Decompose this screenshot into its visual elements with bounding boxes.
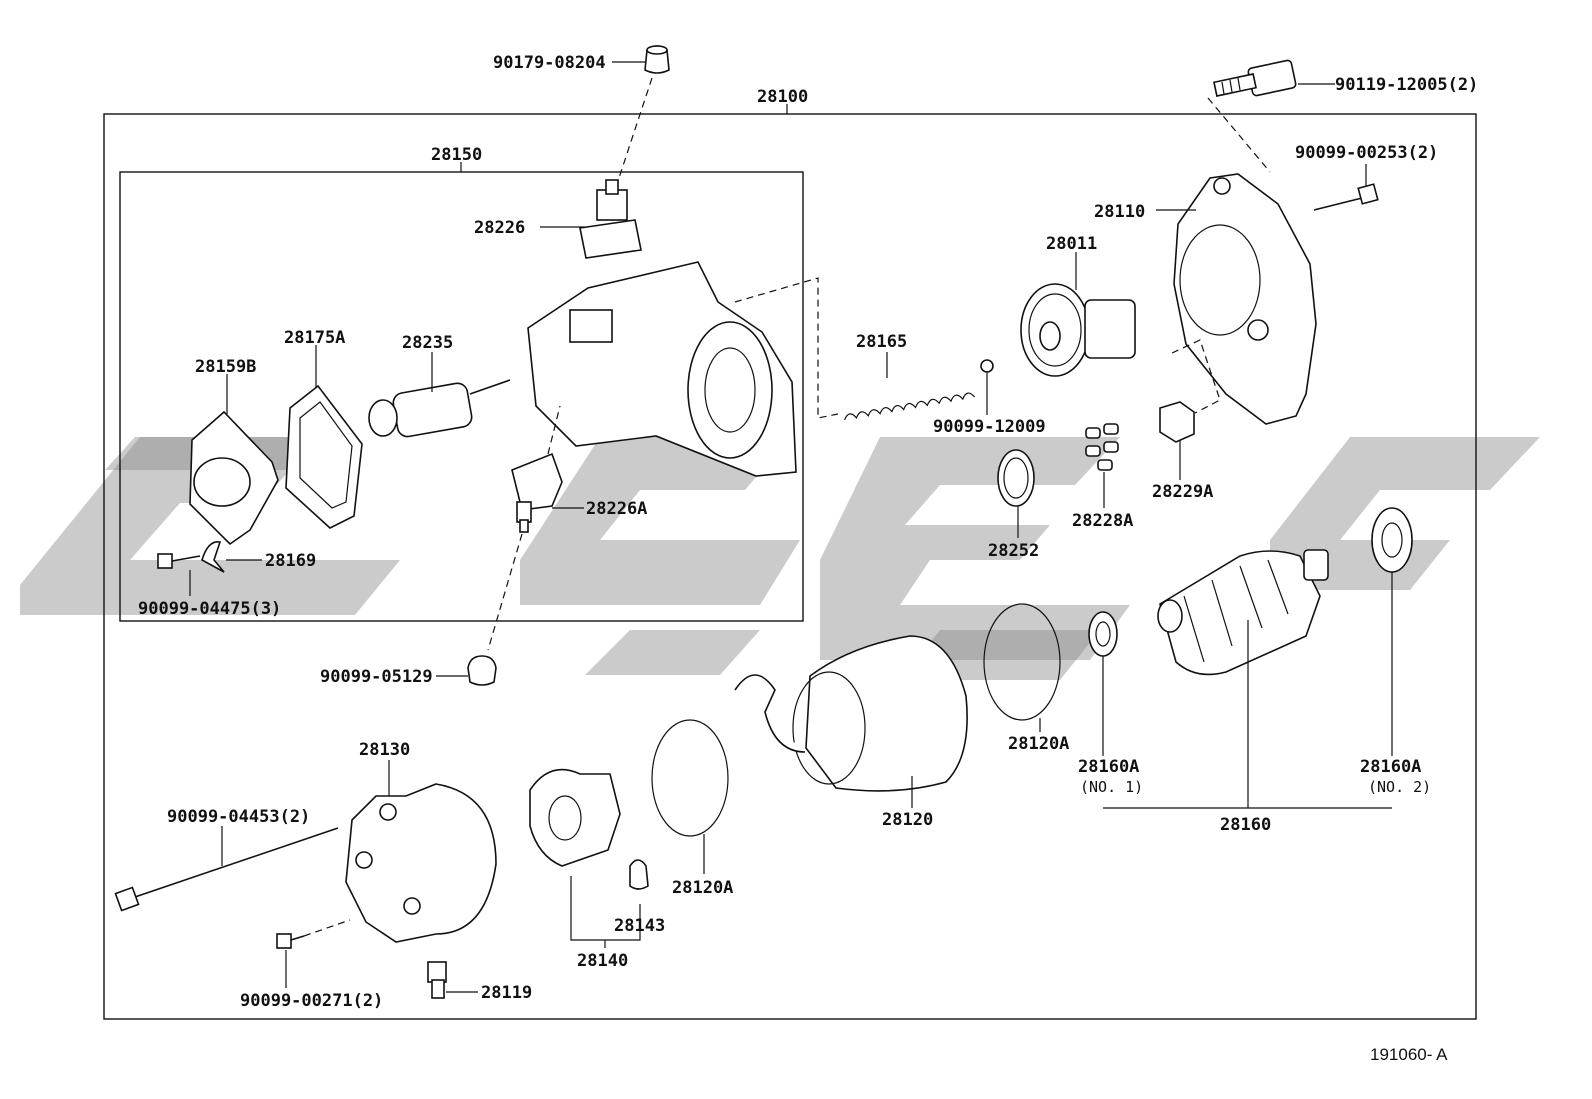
assembly-frame-28100 [103,113,1477,1020]
label-28160A-no2-sub: (NO. 2) [1368,778,1431,796]
through-bolt-90099-04453 [114,827,339,912]
label-90179-08204: 90179-08204 [493,53,606,73]
clip-28169 [201,541,225,573]
label-28252: 28252 [988,541,1039,561]
retainer-28229A [1159,401,1195,443]
terminal-28226 [579,179,642,259]
oring-28120A-top [983,603,1061,721]
label-28160A-no2: 28160A [1360,757,1421,777]
label-28160A-no1-sub: (NO. 1) [1080,778,1143,796]
brush-holder-28140 [529,768,621,867]
label-28100: 28100 [757,87,808,107]
label-28150: 28150 [431,145,482,165]
housing-28110 [1173,173,1317,425]
label-28159B: 28159B [195,357,256,377]
label-28110: 28110 [1094,202,1145,222]
cover-28159B [189,410,279,546]
armature-28160 [1157,549,1329,676]
solenoid-housing [527,261,797,477]
gear-28011 [1020,283,1136,377]
label-90099-04475: 90099-04475(3) [138,599,281,619]
label-28120: 28120 [882,810,933,830]
gasket-28175A [285,384,363,529]
terminal-28226A [511,452,563,533]
screw-90099-00253 [1313,183,1379,211]
cap-90179-08204 [644,45,670,74]
label-28011: 28011 [1046,234,1097,254]
screw-90099-00271 [276,933,305,949]
label-28143: 28143 [614,916,665,936]
label-28235: 28235 [402,333,453,353]
plunger-28235 [368,379,511,438]
figure-id: 191060- A [1370,1045,1448,1064]
idler-gear-28252 [997,449,1035,507]
label-28160A-no1: 28160A [1078,757,1139,777]
bolt-90119-12005 [1213,59,1297,97]
watermark-logo [20,437,1540,680]
spring-28165 [844,392,976,421]
label-28130: 28130 [359,740,410,760]
cap-90099-05129 [467,655,497,686]
label-90099-00271: 90099-00271(2) [240,991,383,1011]
label-28175A: 28175A [284,328,345,348]
label-90099-12009: 90099-12009 [933,417,1046,437]
screw-90099-04475 [157,553,201,569]
bearing-28160A-no2 [1371,507,1413,573]
label-28169: 28169 [265,551,316,571]
brush-spring-28143 [629,859,649,890]
part-28119 [427,961,447,999]
label-28226: 28226 [474,218,525,238]
label-28165: 28165 [856,332,907,352]
oring-28120A-bottom [651,719,729,837]
yoke-28120 [734,635,968,792]
label-28119: 28119 [481,983,532,1003]
label-28226A: 28226A [586,499,647,519]
label-28160: 28160 [1220,815,1271,835]
label-28229A: 28229A [1152,482,1213,502]
rollers-28228A [1085,423,1119,471]
label-28120A-top: 28120A [1008,734,1069,754]
label-90099-05129: 90099-05129 [320,667,433,687]
end-frame-28130 [345,783,497,943]
bearing-28160A-no1 [1088,611,1118,657]
label-90099-04453: 90099-04453(2) [167,807,310,827]
label-90119-12005: 90119-12005(2) [1335,75,1478,95]
label-28120A-bottom: 28120A [672,878,733,898]
label-28140: 28140 [577,951,628,971]
label-28228A: 28228A [1072,511,1133,531]
label-90099-00253: 90099-00253(2) [1295,143,1438,163]
ball-90099-12009 [980,359,994,373]
